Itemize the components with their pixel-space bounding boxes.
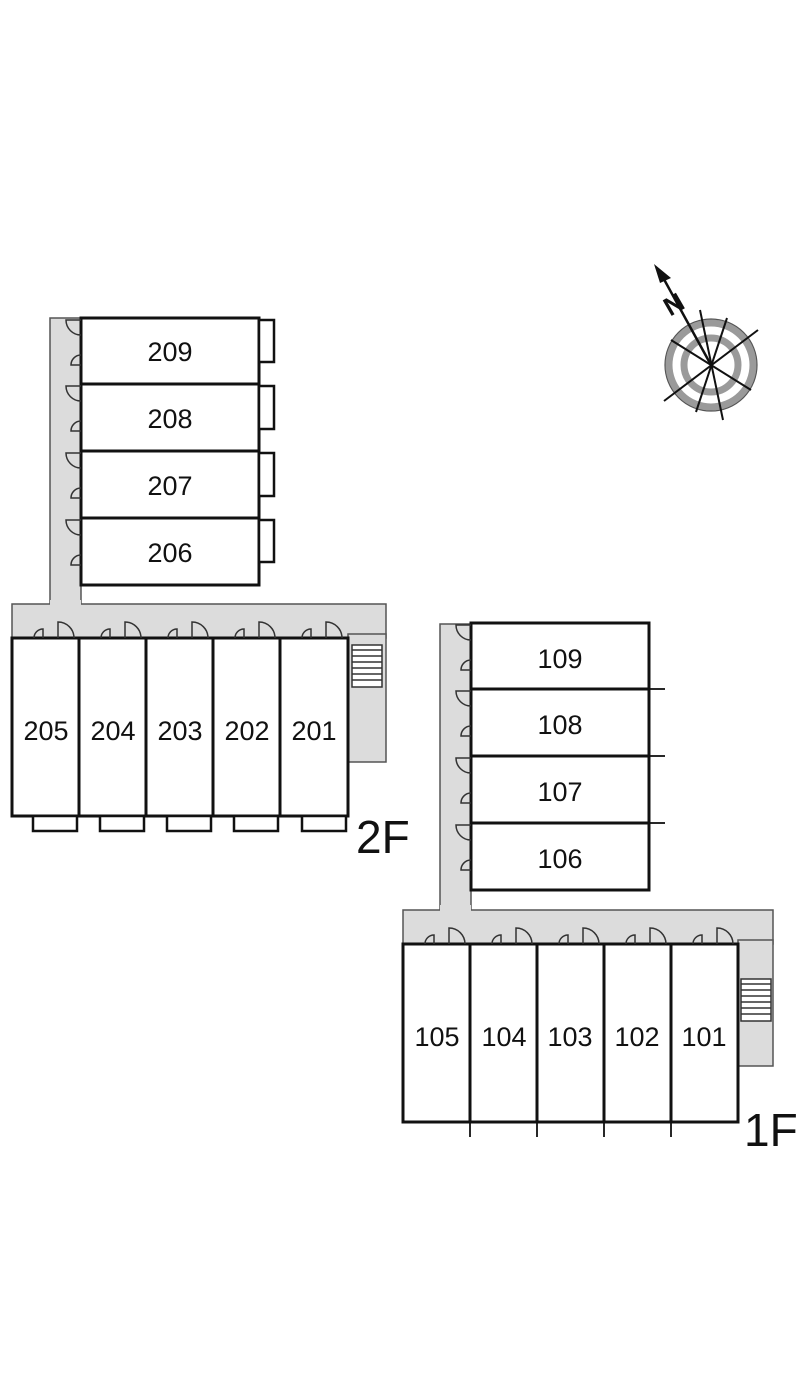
balcony-icon [257,318,276,364]
unit-209: 209 [79,316,276,386]
unit-105: 105 [401,942,472,1124]
balcony-icon [257,518,276,564]
door-icons-1f-column [455,624,472,871]
floor-1f: 109 108 107 106 105 [401,621,798,1156]
room-number: 203 [157,716,202,746]
staircase-1f-icon [740,978,772,1022]
corridor-1f-vertical-inner [440,905,471,915]
unit-104: 104 [468,942,539,1124]
unit-103: 103 [535,942,606,1124]
room-number: 109 [537,644,582,674]
door-icons-1f-row [424,927,734,945]
corridor-2f-vertical [49,317,82,609]
room-number: 201 [291,716,336,746]
room-number: 208 [147,404,192,434]
room-number: 209 [147,337,192,367]
unit-207: 207 [79,449,276,520]
unit-101: 101 [669,942,740,1124]
balcony-icon [98,814,146,833]
unit-206: 206 [79,516,276,587]
room-number: 204 [90,716,135,746]
room-number: 202 [224,716,269,746]
room-number: 105 [414,1022,459,1052]
unit-208: 208 [79,382,276,453]
unit-203: 203 [144,636,215,833]
balcony-icon [257,451,276,498]
corridor-2f-vertical-inner [50,600,81,610]
room-number: 107 [537,777,582,807]
unit-107: 107 [469,754,651,825]
corridor-1f-vertical [439,623,472,917]
door-icons-2f-column [65,319,82,566]
room-number: 102 [614,1022,659,1052]
staircase-2f-icon [351,644,383,688]
room-number: 106 [537,844,582,874]
partition-ticks-1f [649,688,665,824]
room-number: 104 [481,1022,526,1052]
unit-109: 109 [469,621,651,691]
room-number: 103 [547,1022,592,1052]
balcony-icon [232,814,280,833]
balcony-icon [257,384,276,431]
floor-label-1f: 1F [744,1104,798,1156]
balcony-icon [300,814,348,833]
room-number: 206 [147,538,192,568]
compass-rose-icon: N [654,264,759,421]
unit-106: 106 [469,821,651,892]
unit-202: 202 [211,636,282,833]
unit-204: 204 [77,636,148,833]
balcony-icon [165,814,213,833]
room-number: 205 [23,716,68,746]
floor-label-2f: 2F [356,811,410,863]
unit-108: 108 [469,687,651,758]
balcony-icon [31,814,79,833]
floor-2f: 209 208 207 206 205 [10,316,410,863]
room-number: 101 [681,1022,726,1052]
unit-201: 201 [278,636,350,833]
partition-ticks-1f-row [469,1122,672,1137]
unit-102: 102 [602,942,673,1124]
room-number: 108 [537,710,582,740]
room-number: 207 [147,471,192,501]
door-icons-2f-row [33,621,343,639]
unit-205: 205 [10,636,81,833]
